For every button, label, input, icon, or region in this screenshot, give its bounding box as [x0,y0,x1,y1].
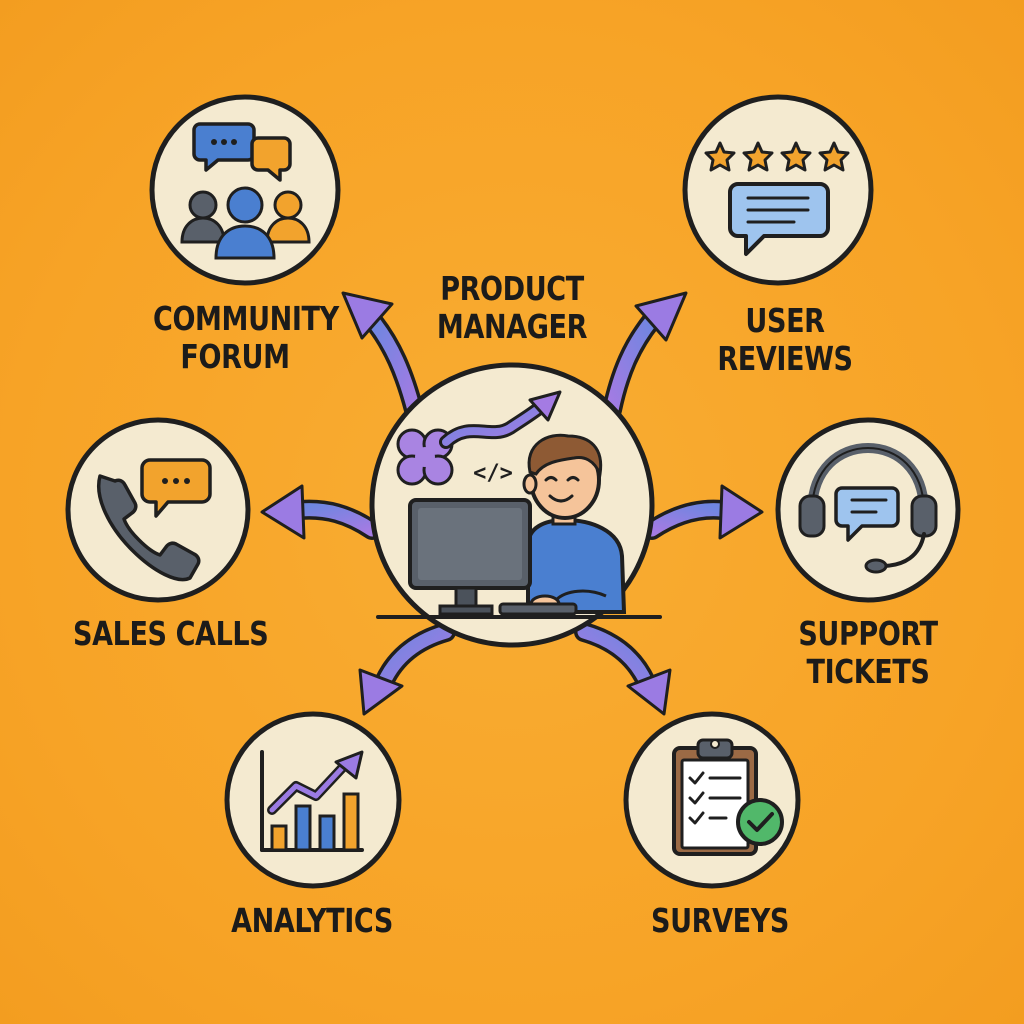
arrow-to-user-reviews [602,291,688,420]
node-surveys [623,711,801,889]
product-manager-avatar-icon [522,433,627,614]
stars-icon [704,141,850,172]
label-user-reviews: USER REVIEWS [703,302,867,378]
center-title: PRODUCT MANAGER [430,270,594,346]
arrow-to-sales-calls [260,484,382,540]
arrow-to-community-forum [341,291,424,420]
label-sales-calls: SALES CALLS [73,614,269,653]
node-analytics [224,711,402,889]
node-user-reviews [682,94,874,286]
center-title-line2: MANAGER [436,307,588,346]
center-node-product-manager: </> [369,362,662,648]
people-group-icon [180,186,311,260]
connector-arrows [260,291,764,716]
label-analytics-line1: ANALYTICS [231,901,393,940]
node-community-forum [149,94,341,286]
node-support-tickets [775,417,961,603]
node-sales-calls [65,417,251,603]
label-sales-calls-line1: SALES CALLS [73,614,269,653]
trend-arrow-icon [267,750,364,815]
label-surveys: SURVEYS [638,902,802,940]
label-surveys-line1: SURVEYS [651,901,789,940]
telephone-icon [97,474,201,582]
growth-arrow-icon [439,390,562,449]
center-title-line1: PRODUCT [440,269,584,308]
label-support-tickets: SUPPORT TICKETS [786,615,950,691]
label-user-reviews-line2: REVIEWS [717,339,853,378]
label-support-tickets-line2: TICKETS [806,652,930,691]
check-badge-icon [736,798,784,846]
computer-monitor-icon [408,498,578,616]
label-community-forum-line2: FORUM [180,337,290,376]
label-user-reviews-line1: USER [745,301,825,340]
bar-chart-icon [260,750,364,852]
arrow-to-support-tickets [642,484,764,540]
arrow-to-analytics [358,622,456,716]
arrow-to-surveys [574,622,672,716]
label-community-forum-line1: COMMUNITY [153,299,339,338]
headset-icon [798,442,938,574]
code-glyph: </> [473,461,513,486]
label-community-forum: COMMUNITY FORUM [153,299,339,376]
chat-bubble-icon [834,486,900,542]
chat-bubble-icon [140,458,212,518]
label-support-tickets-line1: SUPPORT [798,614,938,653]
flower-icon [396,428,454,486]
label-analytics: ANALYTICS [230,902,394,940]
review-bubble-icon [728,182,830,256]
chat-bubbles-icon [192,122,292,182]
